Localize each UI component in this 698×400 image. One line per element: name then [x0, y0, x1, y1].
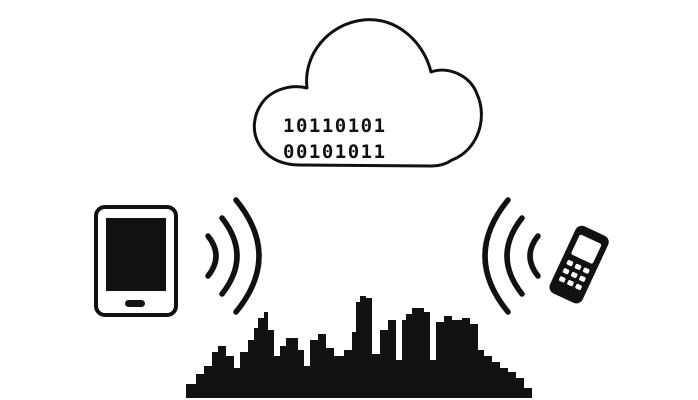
mobile-phone-icon — [549, 225, 609, 304]
cloud-icon: 10110101 00101011 — [252, 18, 483, 168]
wireless-signal-icon-right — [482, 197, 541, 315]
tablet-icon — [94, 205, 178, 317]
binary-line-1: 10110101 — [283, 115, 387, 137]
city-skyline-icon — [186, 296, 532, 398]
binary-line-2: 00101011 — [283, 141, 387, 163]
wireless-signal-icon-left — [205, 197, 262, 315]
